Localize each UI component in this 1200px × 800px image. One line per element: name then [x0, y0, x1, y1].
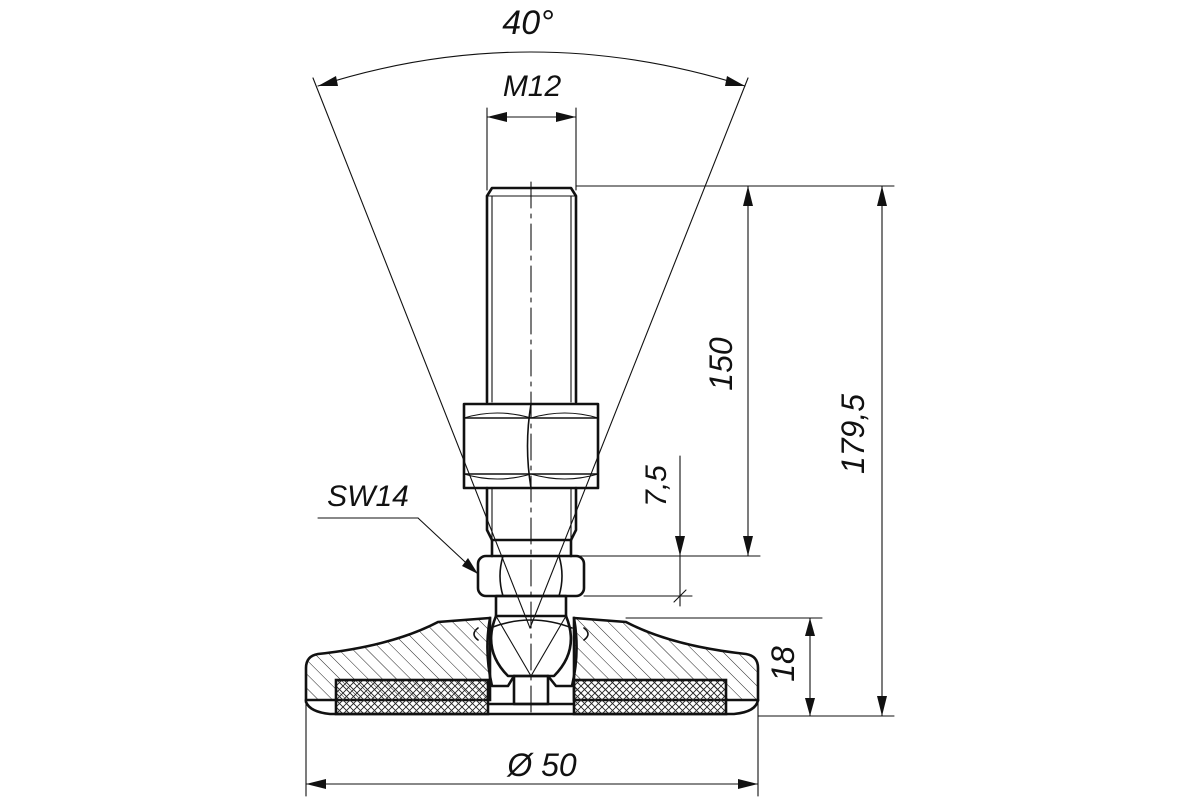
base-height-dimension: 18 — [625, 617, 823, 717]
base-height-label: 18 — [765, 646, 801, 682]
thread-dimension: M12 — [486, 70, 577, 191]
stem-length-dimension: 150 — [575, 185, 761, 557]
rubber-pad — [334, 678, 728, 716]
stem-length-label: 150 — [703, 337, 739, 391]
swivel-angle-dimension: 40° — [312, 4, 749, 629]
total-height-dimension: 179,5 — [759, 185, 895, 717]
stem-neck — [485, 486, 578, 558]
total-height-label: 179,5 — [835, 394, 871, 474]
base-diameter-dimension: Ø 50 — [305, 701, 759, 797]
base-diameter-label: Ø 50 — [506, 747, 577, 783]
lower-hex-nut — [476, 554, 586, 618]
wrench-size-callout: SW14 — [317, 480, 479, 575]
nut-gap-label: 7,5 — [640, 465, 673, 507]
threaded-stem — [485, 186, 578, 404]
nut-gap-dimension: 7,5 — [583, 455, 693, 607]
upper-hex-nut — [462, 402, 600, 490]
angle-label: 40° — [502, 4, 553, 42]
thread-label: M12 — [503, 70, 562, 103]
wrench-label: SW14 — [327, 480, 409, 513]
